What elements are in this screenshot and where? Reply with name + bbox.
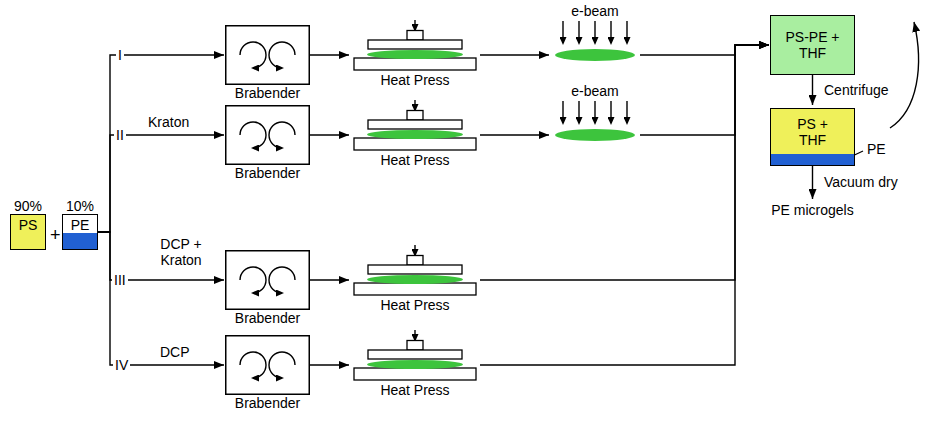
- route-number: I: [116, 47, 124, 63]
- connector: [98, 135, 224, 232]
- percentage-label: 90%: [10, 198, 46, 214]
- connector: [480, 54, 549, 55]
- ebeam-irradiation: [550, 99, 640, 143]
- heat-press-art: [350, 330, 480, 382]
- solution-beaker: PS-PE + THF: [770, 15, 855, 75]
- mixer-label: Brabender: [225, 85, 310, 101]
- route-number: III: [112, 272, 128, 288]
- press-label: Heat Press: [350, 297, 480, 313]
- connector: [98, 232, 224, 365]
- connector: [480, 134, 549, 135]
- connector: [640, 45, 769, 135]
- mixer-box: [225, 250, 310, 310]
- connector: [98, 55, 224, 232]
- percentage-label: 10%: [62, 198, 98, 214]
- heat-press: [350, 100, 480, 152]
- process-node: PS-PE + THF: [770, 15, 855, 75]
- mixer-box-art: [225, 105, 310, 165]
- process-node: Brabender: [225, 105, 310, 181]
- mixer-box: [225, 25, 310, 85]
- annotation-label: PE: [865, 141, 888, 157]
- mixer-box-art: [225, 335, 310, 395]
- connector: [480, 45, 769, 280]
- mixer-box: [225, 105, 310, 165]
- product-label: PE microgels: [771, 202, 853, 218]
- connector: [310, 279, 349, 280]
- process-node: Brabender: [225, 25, 310, 101]
- process-node: Heat Press: [350, 245, 480, 313]
- edge-label: Kraton: [146, 114, 191, 130]
- process-node: Brabender: [225, 335, 310, 411]
- ebeam-irradiation-art: [550, 19, 640, 63]
- edge-label: DCP: [158, 344, 192, 360]
- process-node: Heat Press: [350, 100, 480, 168]
- process-node: e-beam: [550, 3, 640, 63]
- connector: [812, 75, 813, 105]
- connector: [310, 134, 349, 135]
- solution-label: PS + THF: [791, 116, 835, 148]
- process-node: PE microgels: [771, 202, 853, 218]
- ebeam-irradiation: [550, 19, 640, 63]
- edge-label: Centrifuge: [822, 82, 891, 98]
- heat-press: [350, 245, 480, 297]
- process-node: 10% PE: [62, 198, 98, 250]
- connector: [480, 45, 769, 365]
- process-node: Brabender: [225, 250, 310, 326]
- polymer-name: PS: [19, 217, 38, 233]
- mixer-label: Brabender: [225, 165, 310, 181]
- heat-press: [350, 20, 480, 72]
- heat-press-art: [350, 20, 480, 72]
- beaker-box: PS: [10, 214, 46, 250]
- process-node: Heat Press: [350, 330, 480, 398]
- mixer-box-art: [225, 250, 310, 310]
- process-node: 90% PS: [10, 198, 46, 250]
- connector: [310, 364, 349, 365]
- press-label: Heat Press: [350, 382, 480, 398]
- annotation-label: +: [48, 226, 63, 244]
- route-number: II: [114, 127, 126, 143]
- route-number: IV: [113, 357, 130, 373]
- heat-press-art: [350, 100, 480, 152]
- heat-press: [350, 330, 480, 382]
- solution-label: PS-PE + THF: [782, 29, 844, 61]
- edge-label: Vacuum dry: [822, 174, 900, 190]
- process-node: PS + THF: [770, 108, 855, 166]
- press-label: Heat Press: [350, 152, 480, 168]
- connector: [812, 166, 813, 199]
- ebeam-label: e-beam: [550, 83, 640, 99]
- process-node: Heat Press: [350, 20, 480, 88]
- connector: [640, 45, 769, 55]
- ebeam-label: e-beam: [550, 3, 640, 19]
- recycle-arrow: [890, 22, 919, 128]
- edge-label: DCP + Kraton: [148, 236, 214, 268]
- ebeam-irradiation-art: [550, 99, 640, 143]
- mixer-label: Brabender: [225, 395, 310, 411]
- heat-press-art: [350, 245, 480, 297]
- beaker-box: PE: [62, 214, 98, 250]
- process-node: e-beam: [550, 83, 640, 143]
- press-label: Heat Press: [350, 72, 480, 88]
- polymer-name: PE: [71, 217, 90, 233]
- mixer-box: [225, 335, 310, 395]
- mixer-label: Brabender: [225, 310, 310, 326]
- connector: [310, 54, 349, 55]
- mixer-box-art: [225, 25, 310, 85]
- solution-beaker: PS + THF: [770, 108, 855, 166]
